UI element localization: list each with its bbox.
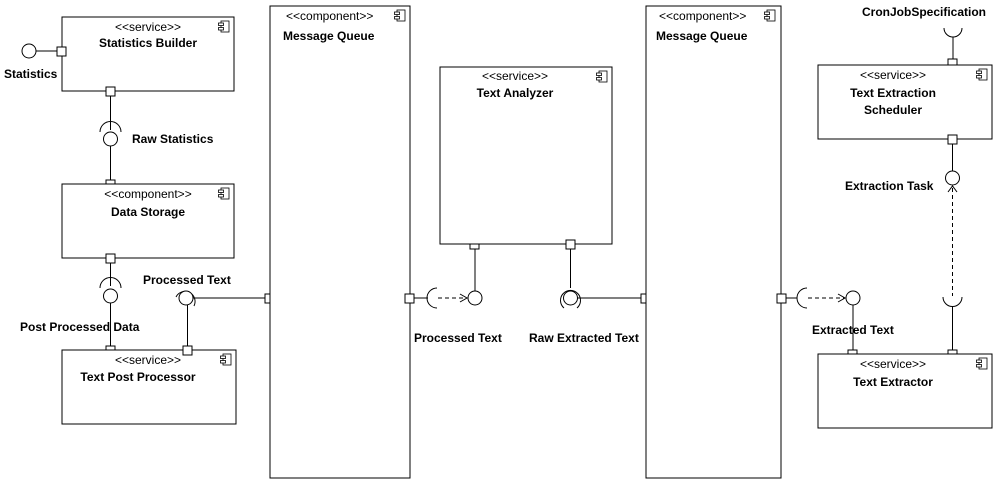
text-analyzer-component[interactable]: <<service>> Text Analyzer — [439, 66, 613, 245]
raw-statistics-interface: Raw Statistics — [99, 86, 214, 190]
extracted-text-label: Extracted Text — [812, 323, 894, 337]
message-queue-right-stereotype: <<component>> — [659, 9, 746, 23]
processed-text-left-interface: Processed Text — [143, 273, 275, 356]
text-extractor-component[interactable]: <<service>> Text Extractor — [817, 353, 993, 429]
text-analyzer-stereotype: <<service>> — [482, 69, 548, 83]
statistics-interface: Statistics — [4, 43, 67, 81]
statistics-builder-name: Statistics Builder — [99, 36, 197, 50]
message-queue-left-name: Message Queue — [283, 29, 375, 43]
processed-text-mid-interface: Processed Text — [404, 239, 502, 345]
data-storage-name: Data Storage — [111, 205, 185, 219]
text-analyzer-name: Text Analyzer — [477, 86, 554, 100]
processed-text-left-label: Processed Text — [143, 273, 231, 287]
text-extractor-name: Text Extractor — [853, 375, 933, 389]
message-queue-left-component[interactable]: <<component>> Message Queue — [269, 5, 411, 479]
text-post-processor-component[interactable]: <<service>> Text Post Processor — [61, 349, 237, 425]
extracted-text-interface: Extracted Text — [776, 287, 894, 360]
statistics-builder-stereotype: <<service>> — [115, 20, 181, 34]
post-processed-data-label: Post Processed Data — [20, 320, 140, 334]
cronjob-specification-interface: CronJobSpecification — [862, 5, 986, 69]
text-extraction-scheduler-name-line1: Text Extraction — [850, 86, 936, 100]
data-storage-stereotype: <<component>> — [104, 187, 191, 201]
statistics-builder-component[interactable]: <<service>> Statistics Builder — [61, 16, 235, 92]
text-extractor-stereotype: <<service>> — [860, 357, 926, 371]
processed-text-mid-label: Processed Text — [414, 331, 502, 345]
data-storage-component[interactable]: <<component>> Data Storage — [61, 183, 235, 259]
post-processed-data-interface: Post Processed Data — [20, 253, 140, 356]
text-post-processor-stereotype: <<service>> — [115, 353, 181, 367]
raw-statistics-label: Raw Statistics — [132, 132, 214, 146]
text-post-processor-name: Text Post Processor — [80, 370, 195, 384]
text-extraction-scheduler-component[interactable]: <<service>> Text Extraction Scheduler — [817, 64, 993, 140]
message-queue-right-component[interactable]: <<component>> Message Queue — [645, 5, 782, 479]
text-extraction-scheduler-stereotype: <<service>> — [860, 68, 926, 82]
message-queue-left-stereotype: <<component>> — [286, 9, 373, 23]
text-extraction-scheduler-name-line2: Scheduler — [864, 103, 922, 117]
cronjob-specification-label: CronJobSpecification — [862, 5, 986, 19]
statistics-label: Statistics — [4, 67, 58, 81]
extraction-task-label: Extraction Task — [845, 179, 934, 193]
raw-extracted-text-interface: Raw Extracted Text — [529, 239, 651, 345]
raw-extracted-text-label: Raw Extracted Text — [529, 331, 639, 345]
message-queue-right-name: Message Queue — [656, 29, 748, 43]
